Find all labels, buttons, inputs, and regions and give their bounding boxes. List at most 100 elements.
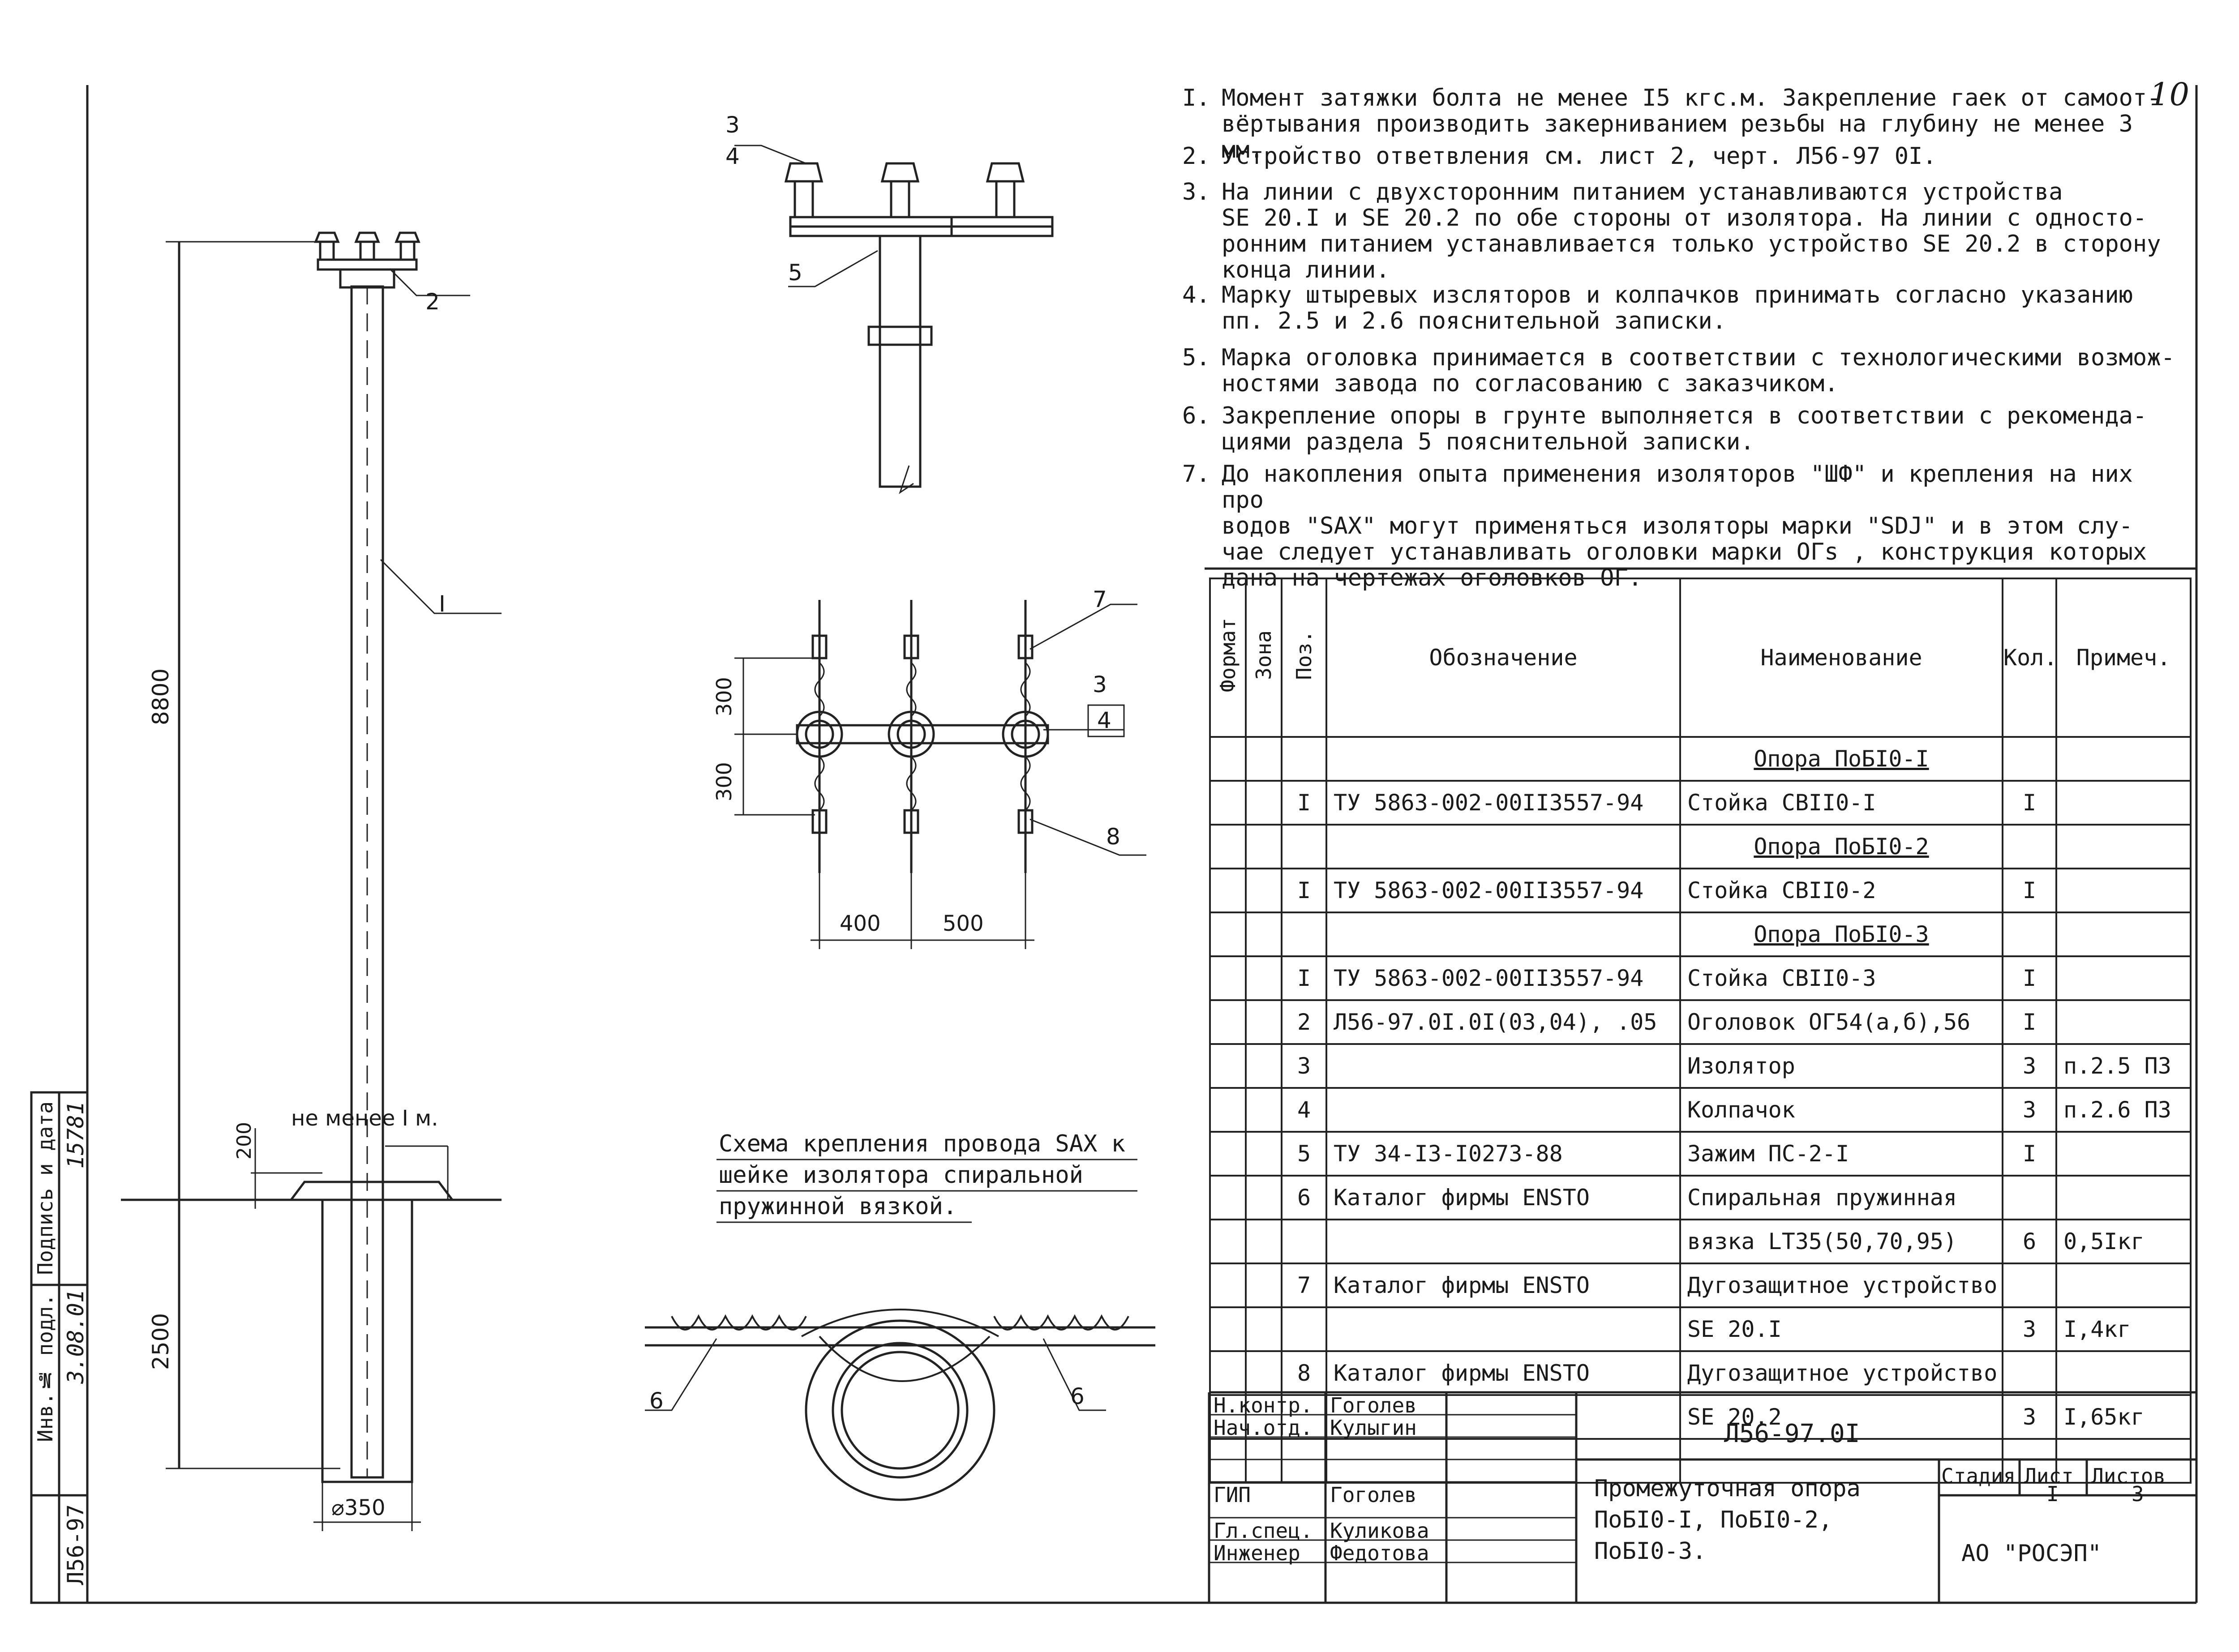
spiral-tie-detail xyxy=(645,1309,1155,1501)
note-number: 2. xyxy=(1182,143,1210,170)
table-cell xyxy=(1209,1087,1247,1133)
col-name: Наименование xyxy=(1679,578,2003,738)
signer-name: Гоголев xyxy=(1330,1483,1417,1507)
dim-label-300-bottom: 300 xyxy=(712,762,736,801)
col-designation: Обозначение xyxy=(1325,578,1681,738)
table-cell: 3 xyxy=(2002,1306,2057,1352)
table-cell: I xyxy=(1281,868,1327,913)
table-cell xyxy=(1209,1219,1247,1264)
table-cell: Спиральная пружинная xyxy=(1679,1175,2003,1220)
table-cell: 3 xyxy=(2002,1394,2057,1440)
table-cell: Дугозащитное устройство xyxy=(1679,1263,2003,1308)
note-text: До накопления опыта применения изоляторо… xyxy=(1222,461,2147,591)
table-cell xyxy=(1209,1175,1247,1220)
callout-3-top: 3 xyxy=(725,112,740,138)
table-cell xyxy=(1209,868,1247,913)
col-zone: Зона xyxy=(1245,578,1282,738)
stage-label: Стадия xyxy=(1941,1464,2016,1488)
table-cell: ТУ 5863-002-00II3557-94 xyxy=(1325,780,1681,826)
table-cell xyxy=(1245,1043,1282,1089)
note-text: Устройство ответвления см. лист 2, черт.… xyxy=(1222,143,1937,170)
table-cell xyxy=(2002,1438,2057,1484)
table-cell: Каталог фирмы ENSTO xyxy=(1325,1350,1681,1396)
dim-label-diameter: ⌀350 xyxy=(331,1495,386,1520)
table-row xyxy=(1209,1438,2192,1484)
plan-view xyxy=(796,600,1049,873)
doc-code: Л56-97.0I xyxy=(1724,1419,1860,1448)
note-text: Момент затяжки болта не менее I5 кгс.м. … xyxy=(1222,85,2161,163)
col-qty: Кол. xyxy=(2002,578,2057,738)
detail-caption: Схема крепления провода SAX к шейке изол… xyxy=(719,1130,1125,1220)
table-cell xyxy=(1245,1394,1282,1440)
dim-label-200: 200 xyxy=(233,1122,256,1160)
pit-outline xyxy=(321,1200,413,1483)
doc-title: Промежуточная опора ПоБI0-I, ПоБI0-2, По… xyxy=(1594,1475,1861,1565)
table-cell: Стойка СВII0-I xyxy=(1679,780,2003,826)
clamp-detail xyxy=(867,325,933,346)
callout-4-plan: 4 xyxy=(1097,707,1111,733)
col-pos: Поз. xyxy=(1281,578,1327,738)
table-cell xyxy=(1325,736,1681,782)
table-cell xyxy=(2055,999,2192,1045)
table-cell: Изолятор xyxy=(1679,1043,2003,1089)
dim-label-300-top: 300 xyxy=(712,677,736,716)
table-cell xyxy=(1281,912,1327,957)
table-cell xyxy=(1245,1263,1282,1308)
callout-5: 5 xyxy=(788,260,802,286)
table-cell: ТУ 5863-002-00II3557-94 xyxy=(1325,868,1681,913)
table-cell: I xyxy=(2002,780,2057,826)
table-cell xyxy=(2055,955,2192,1001)
spec-header-row: Формат Зона Поз. Обозначение Наименовани… xyxy=(1209,578,2192,738)
table-cell xyxy=(1245,1438,1282,1484)
table-cell xyxy=(1209,824,1247,869)
table-cell xyxy=(2055,1263,2192,1308)
table-cell: Стойка СВII0-3 xyxy=(1679,955,2003,1001)
table-cell xyxy=(2055,736,2192,782)
signer-role: Гл.спец. xyxy=(1214,1519,1313,1543)
callout-4-top: 4 xyxy=(725,143,740,169)
table-cell xyxy=(1209,736,1247,782)
table-cell xyxy=(1325,912,1681,957)
table-cell: п.2.5 ПЗ xyxy=(2055,1043,2192,1089)
note-number: 5. xyxy=(1182,344,1210,371)
table-cell: SE 20.I xyxy=(1679,1306,2003,1352)
signer-name: Гоголев xyxy=(1330,1393,1417,1417)
pole-insulators xyxy=(314,231,420,260)
page-number: 10 xyxy=(2149,76,2190,113)
table-cell xyxy=(1245,1087,1282,1133)
table-cell xyxy=(2002,736,2057,782)
table-cell: Опора ПоБI0-2 xyxy=(1679,824,2003,869)
table-cell: Зажим ПС-2-I xyxy=(1679,1131,2003,1177)
table-cell xyxy=(1209,1438,1247,1484)
table-cell xyxy=(1281,1219,1327,1264)
note-number: I. xyxy=(1182,85,1210,111)
table-cell xyxy=(1209,1394,1247,1440)
table-cell xyxy=(2002,1350,2057,1396)
table-cell: 4 xyxy=(1281,1087,1327,1133)
table-cell: 7 xyxy=(1281,1263,1327,1308)
table-cell xyxy=(1325,1394,1681,1440)
table-cell xyxy=(2055,868,2192,913)
min-depth-label: не менее I м. xyxy=(291,1106,438,1131)
note-number: 7. xyxy=(1182,461,1210,488)
table-cell: 2 xyxy=(1281,999,1327,1045)
table-cell xyxy=(1245,1175,1282,1220)
table-cell xyxy=(2055,912,2192,957)
table-cell: 8 xyxy=(1281,1350,1327,1396)
note-number: 4. xyxy=(1182,282,1210,308)
table-cell: п.2.6 ПЗ xyxy=(2055,1087,2192,1133)
table-cell xyxy=(1325,1043,1681,1089)
table-cell: Колпачок xyxy=(1679,1087,2003,1133)
table-cell: Дугозащитное устройство xyxy=(1679,1350,2003,1396)
table-cell xyxy=(1325,1219,1681,1264)
side-inv-label: Инв.№ подл. xyxy=(33,1294,57,1442)
table-cell xyxy=(2055,1175,2192,1220)
table-cell xyxy=(1245,736,1282,782)
table-cell xyxy=(1281,824,1327,869)
